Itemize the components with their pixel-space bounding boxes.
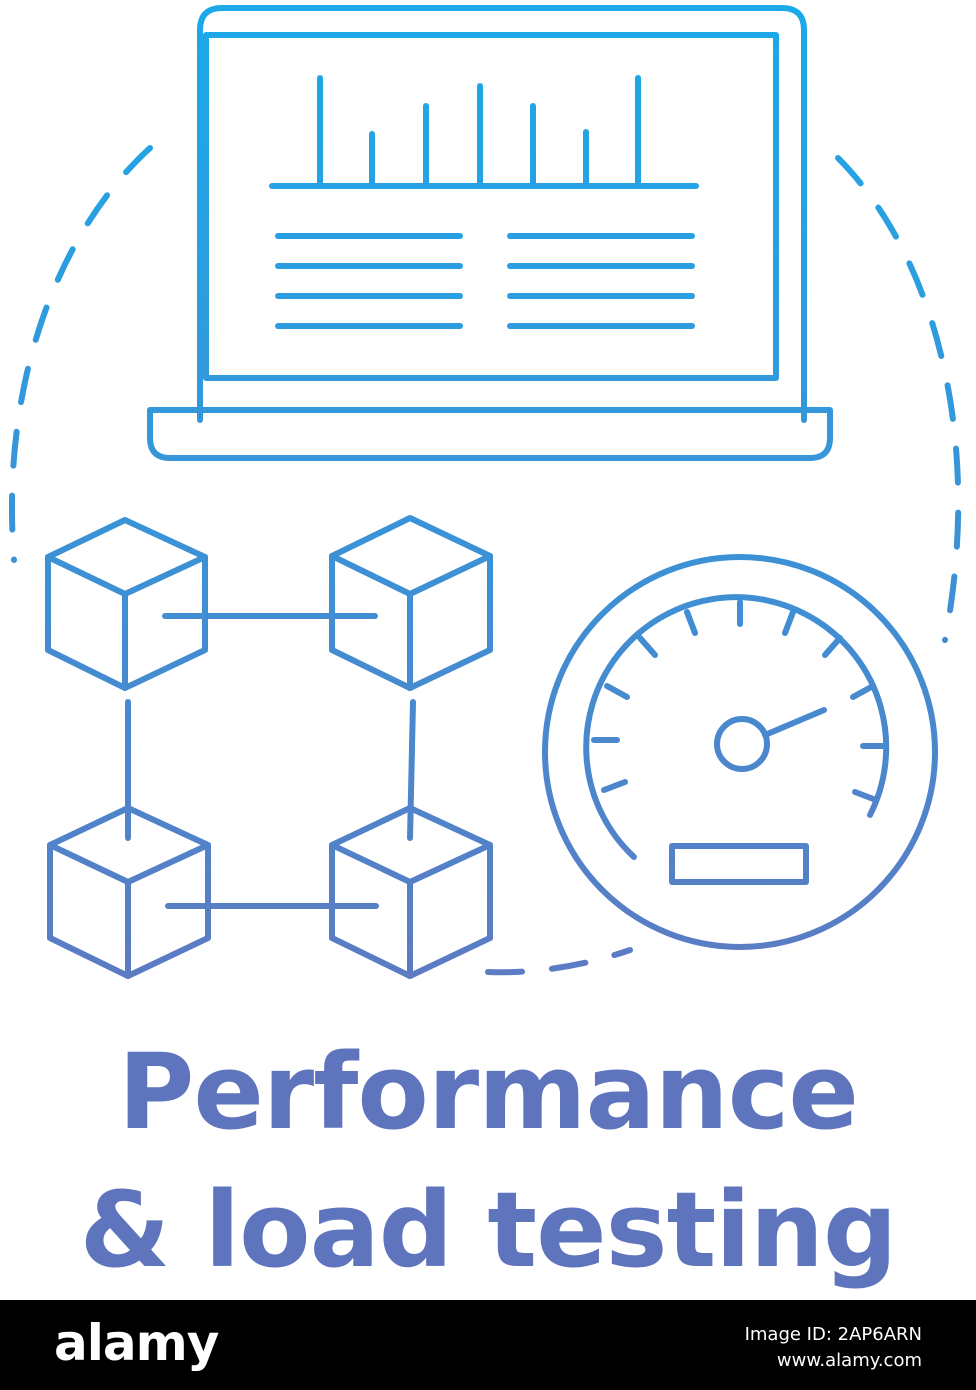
dashed-circle-decoration <box>485 947 633 976</box>
site-url: www.alamy.com <box>776 1350 922 1371</box>
watermark-bar: alamy Image ID: 2AP6ARN www.alamy.com <box>0 1300 976 1390</box>
caption-title-line2: & load testing <box>79 1169 898 1291</box>
speedometer-icon <box>542 554 938 950</box>
image-id-label: Image ID: 2AP6ARN <box>744 1324 922 1345</box>
text-lines-icon <box>275 233 695 329</box>
illustration <box>8 5 962 979</box>
caption-title-line1: Performance <box>118 1031 859 1153</box>
dashed-circle-decoration <box>8 145 153 563</box>
watermark-logo: alamy <box>54 1314 219 1372</box>
laptop-icon <box>147 5 833 461</box>
dashed-circle-decoration <box>835 155 962 643</box>
bar-chart-icon <box>269 75 699 189</box>
blockchain-cubes-icon <box>45 515 493 979</box>
